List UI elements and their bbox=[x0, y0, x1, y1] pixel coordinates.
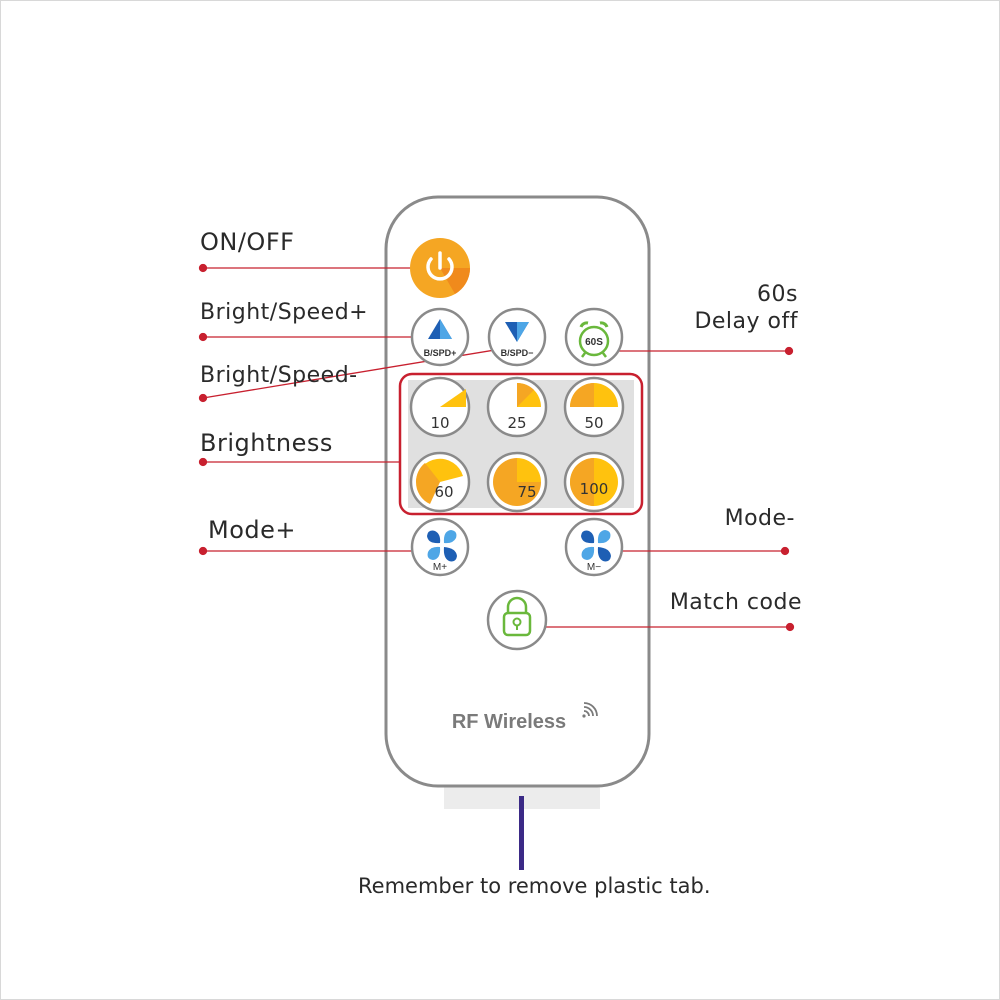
label-bright-speed-minus: Bright/Speed- bbox=[200, 363, 358, 388]
delay-off-button[interactable]: 60S bbox=[564, 307, 624, 367]
label-delay-off: Delay off bbox=[694, 309, 798, 334]
brightness-highlight-box bbox=[398, 372, 644, 516]
label-bright-speed-plus: Bright/Speed+ bbox=[200, 300, 369, 325]
mode-minus-button[interactable]: M− bbox=[564, 517, 624, 577]
bspd-minus-label: B/SPD− bbox=[501, 348, 534, 358]
brightness-100-button[interactable]: 100 bbox=[563, 451, 625, 513]
callout-dot-mode-minus bbox=[780, 546, 790, 556]
brightness-25-button[interactable]: 25 bbox=[486, 376, 548, 438]
callout-dot-mode-plus bbox=[198, 546, 208, 556]
mode-plus-label: M+ bbox=[433, 562, 447, 573]
alarm-clock-icon bbox=[578, 321, 610, 358]
level-10-icon bbox=[440, 389, 466, 407]
padlock-icon bbox=[502, 596, 532, 637]
match-code-button[interactable] bbox=[486, 589, 548, 651]
brand-logo-text: RF Wireless bbox=[452, 711, 566, 733]
level-25-label: 25 bbox=[507, 414, 526, 432]
brightness-50-button[interactable]: 50 bbox=[563, 376, 625, 438]
brightness-10-button[interactable]: 10 bbox=[409, 376, 471, 438]
mode-fan-icon bbox=[427, 530, 457, 562]
mode-minus-label: M− bbox=[587, 562, 601, 573]
bright-speed-plus-button[interactable]: B/SPD+ bbox=[410, 307, 470, 367]
bright-speed-minus-button[interactable]: B/SPD− bbox=[487, 307, 547, 367]
label-mode-minus: Mode- bbox=[724, 506, 795, 531]
mode-plus-button[interactable]: M+ bbox=[410, 517, 470, 577]
level-75-label: 75 bbox=[517, 483, 536, 501]
callout-dot-on-off bbox=[198, 263, 208, 273]
level-10-label: 10 bbox=[430, 414, 449, 432]
level-100-label: 100 bbox=[580, 480, 609, 498]
label-delay-seconds: 60s bbox=[757, 282, 798, 307]
wireless-signal-icon bbox=[582, 702, 598, 718]
label-mode-plus: Mode+ bbox=[208, 516, 296, 544]
mode-fan-icon bbox=[581, 530, 611, 562]
brightness-75-button[interactable]: 75 bbox=[486, 451, 548, 513]
label-on-off: ON/OFF bbox=[200, 228, 295, 256]
footer-note: Remember to remove plastic tab. bbox=[358, 874, 711, 898]
callout-dot-match-code bbox=[785, 622, 795, 632]
label-brightness: Brightness bbox=[200, 429, 333, 457]
callout-dot-delay bbox=[784, 346, 794, 356]
level-50-label: 50 bbox=[584, 414, 603, 432]
callout-dot-bright-minus bbox=[198, 393, 208, 403]
callout-dot-brightness bbox=[198, 457, 208, 467]
power-button[interactable] bbox=[410, 238, 470, 298]
pull-tab-strip bbox=[519, 796, 524, 870]
brightness-60-button[interactable]: 60 bbox=[409, 451, 471, 513]
bspd-plus-label: B/SPD+ bbox=[424, 348, 457, 358]
power-icon bbox=[426, 257, 454, 281]
timer-label: 60S bbox=[585, 337, 603, 348]
level-60-label: 60 bbox=[434, 483, 453, 501]
label-match-code: Match code bbox=[669, 590, 802, 615]
callout-dot-bright-plus bbox=[198, 332, 208, 342]
